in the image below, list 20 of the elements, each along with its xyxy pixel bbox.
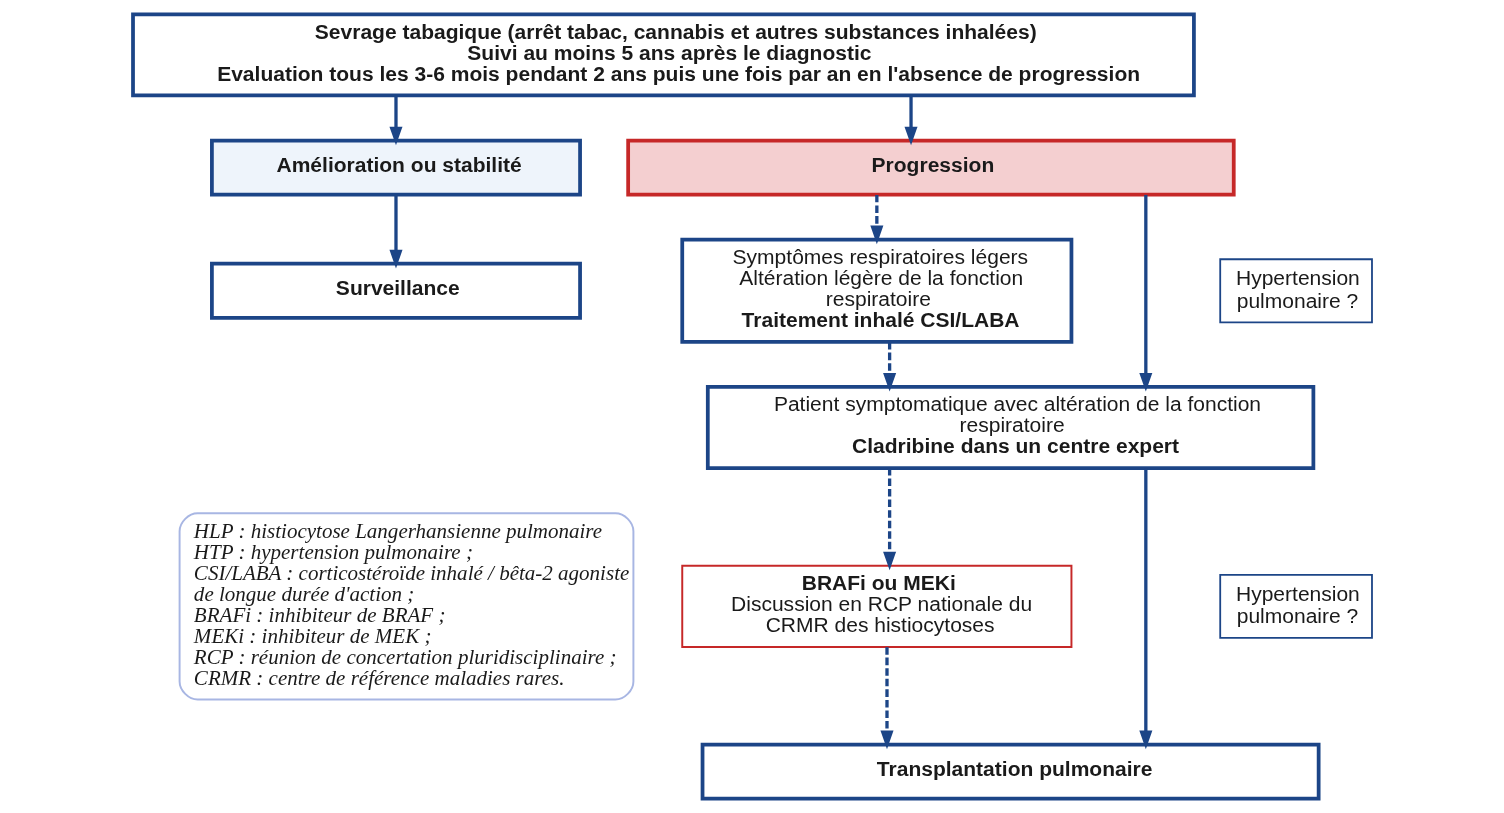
node-box: Patient symptomatique avec altération de la fonction respiratoire Cladribine dans un centre expert	[705, 385, 1315, 470]
node-box: Symptômes respiratoires légers Altération légère de la fonction respiratoire Traitement inhalé CSI/LABA	[679, 237, 1073, 344]
node-box: Transplantation pulmonaire	[700, 742, 1321, 801]
arrow	[882, 468, 896, 571]
node-box: Sevrage tabagique (arrêt tabac, cannabis et autres substances inhalées) Suivi au moins 5 ans après le diagnostic Evaluation tous les 3-6 mois pendant 2 ans puis une fois par an en l'absence de progression	[130, 12, 1196, 98]
node-box: Amélioration ou stabilité	[209, 138, 582, 197]
arrow	[882, 342, 896, 392]
arrow	[388, 95, 403, 146]
node-box: Hypertension pulmonaire ?	[1218, 573, 1373, 639]
arrow	[904, 95, 918, 146]
node-box: BRAFi ou MEKi Discussion en RCP nationale du CRMR des histiocytoses	[680, 564, 1072, 648]
node-box: HLP : histiocytose Langerhansienne pulmonaire HTP : hypertension pulmonaire ; CSI/LABA : corticostéroïde inhalé / bêta-2 agoniste de longue durée d'action ; BRAFi : inhibiteur de BRAF ; MEKi : inhibiteur de MEK ; RCP : réunion de concertation pluridisciplinaire ; CRMR : centre de référence maladies rares.	[178, 512, 634, 701]
arrow	[869, 194, 883, 245]
arrow	[388, 194, 403, 269]
arrow	[1138, 468, 1152, 750]
node-box: Hypertension pulmonaire ?	[1218, 258, 1373, 324]
arrow	[879, 647, 894, 750]
node-box: Surveillance	[209, 261, 582, 320]
node-box: Progression	[625, 138, 1236, 197]
arrow	[1138, 194, 1152, 392]
